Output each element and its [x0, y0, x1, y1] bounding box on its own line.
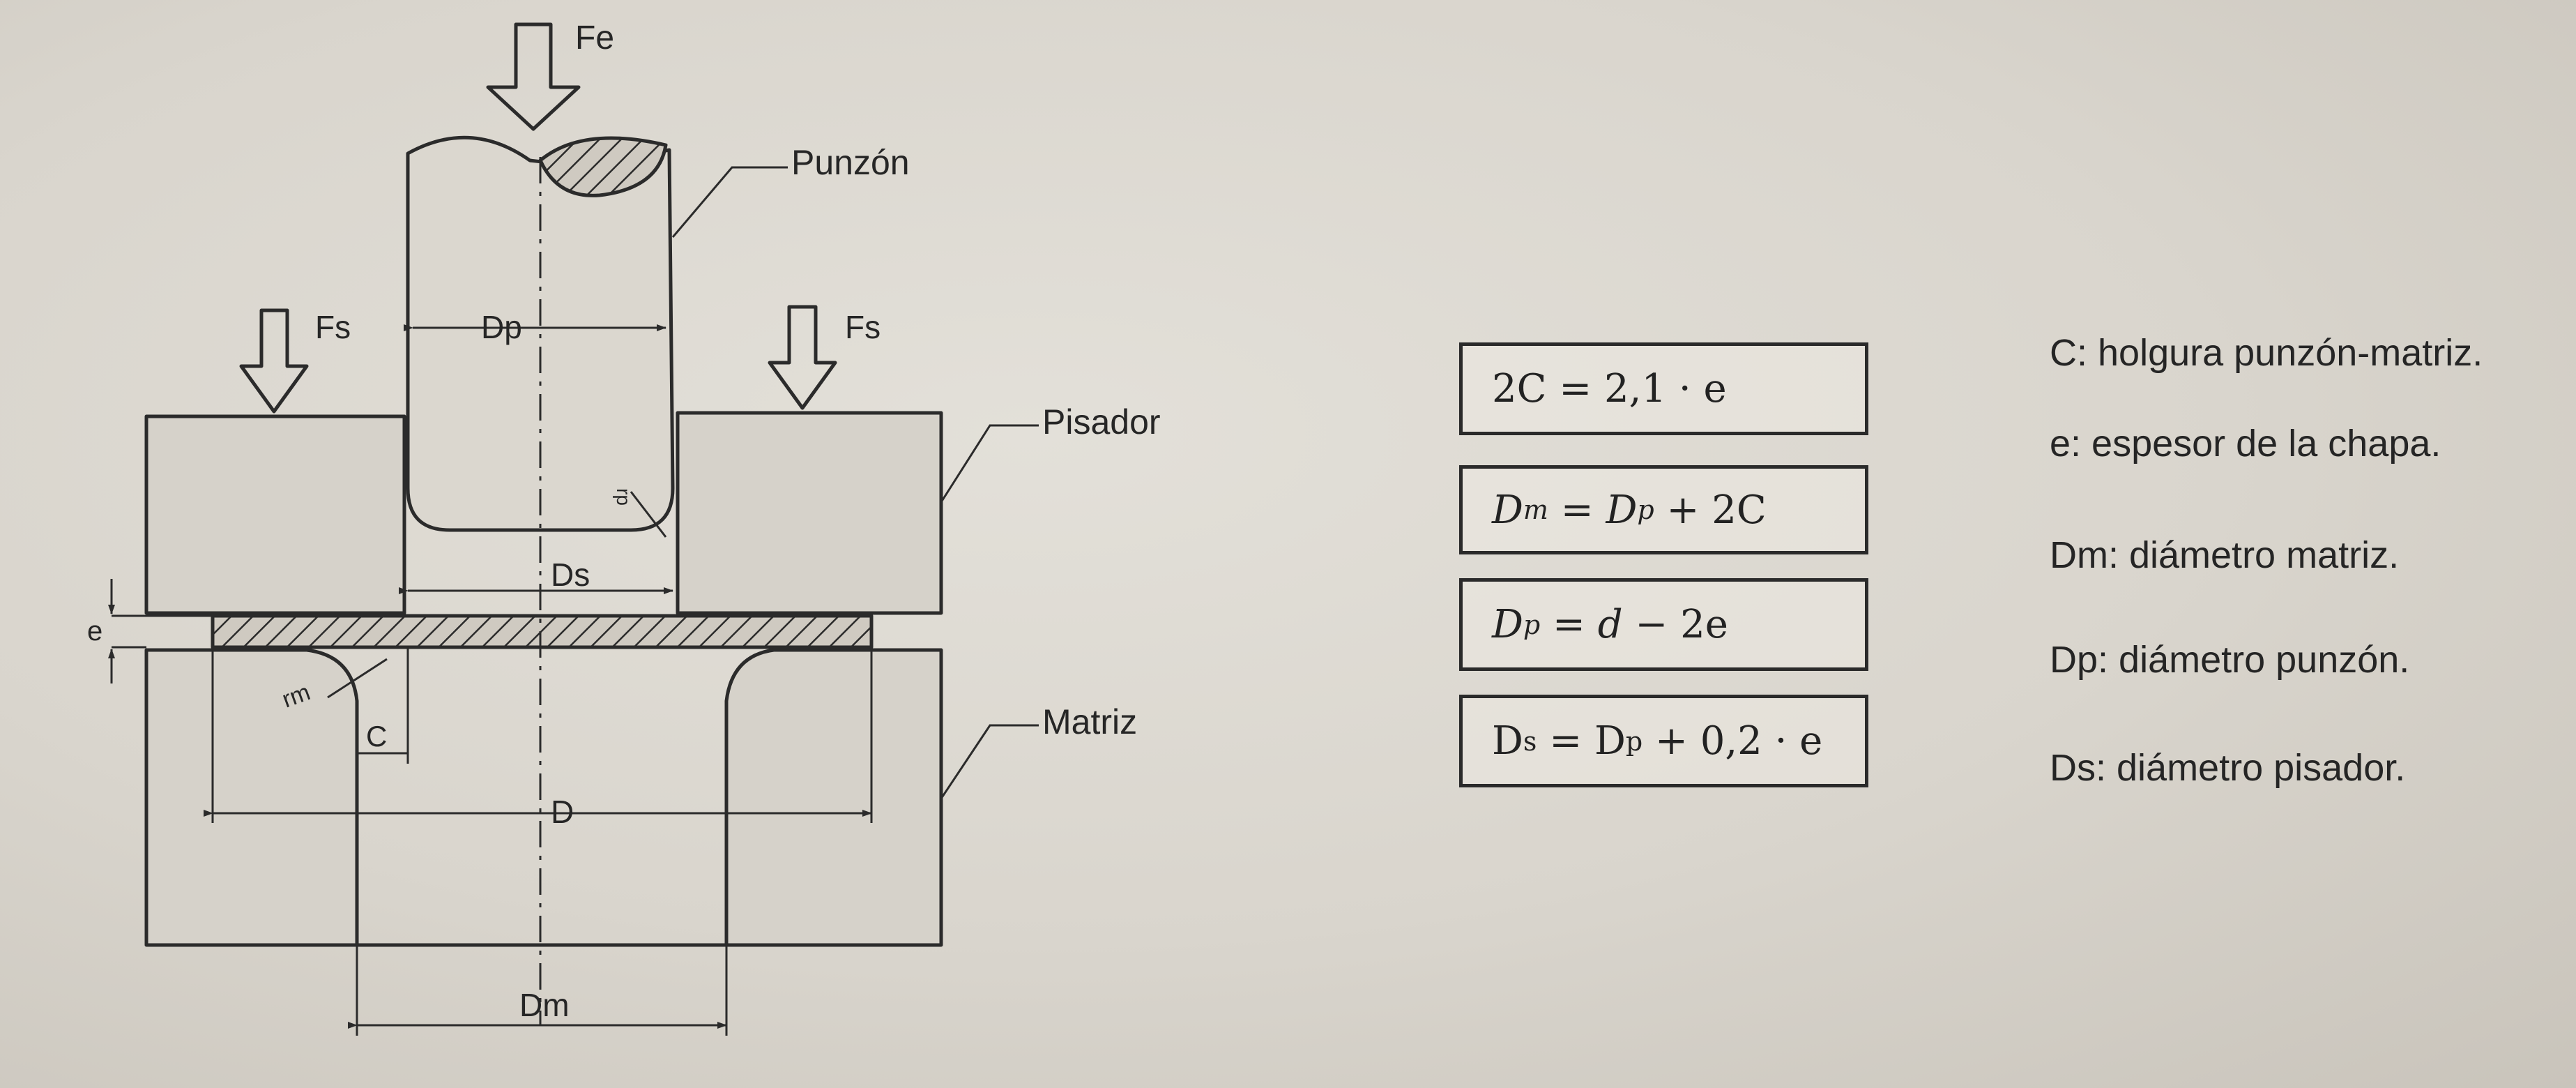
label-pisador: Pisador — [1042, 402, 1161, 441]
formula-ds-rhs-var: D — [1594, 718, 1626, 764]
formula-clearance-eq: = — [1546, 366, 1605, 411]
legend-item-c: C: holgura punzón-matriz. — [2050, 332, 2483, 374]
punch-cut-section — [538, 136, 668, 197]
label-c: C — [366, 720, 387, 753]
fe-force-arrow — [486, 22, 581, 131]
formula-ds-rhs-rest: + 0,2 · e — [1643, 718, 1823, 764]
formula-ds-eq: = — [1537, 718, 1594, 764]
formula-ds-rhs-sub: p — [1625, 725, 1643, 757]
label-punzon: Punzón — [791, 143, 910, 182]
label-fe: Fe — [575, 20, 614, 56]
press-tool-diagram: Fe Punzón Fs Fs Dp Pisador Ds e rm rp C … — [87, 20, 1161, 1036]
formula-dp-sub: p — [1523, 609, 1541, 640]
formula-dp-rhs-var: d — [1597, 602, 1623, 647]
label-fs-left: Fs — [315, 309, 351, 345]
formula-dp-eq: = — [1540, 602, 1598, 647]
formula-dm-rhs-rest: + 2C — [1654, 487, 1767, 533]
formula-clearance-rhs: 2,1 · e — [1604, 366, 1727, 411]
label-matriz: Matriz — [1042, 702, 1137, 741]
formula-ds-var: D — [1492, 718, 1523, 764]
formula-dm-eq: = — [1548, 487, 1606, 533]
punch — [406, 135, 675, 532]
die-left — [144, 648, 359, 947]
formula-ds-sub: s — [1523, 725, 1537, 757]
fs-left-arrow — [239, 308, 309, 414]
formula-dm-var: D — [1492, 487, 1523, 533]
sheet-blank — [211, 614, 874, 649]
label-d: D — [551, 794, 574, 830]
label-e: e — [87, 616, 102, 647]
legend-item-ds: Ds: diámetro pisador. — [2050, 747, 2406, 789]
blank-holder-right — [676, 411, 943, 615]
formula-dm-rhs-sub: p — [1637, 494, 1654, 525]
label-dm: Dm — [519, 987, 570, 1023]
label-fs-right: Fs — [845, 309, 881, 345]
formula-dp-rhs-rest: − 2e — [1622, 602, 1728, 647]
legend-item-dp: Dp: diámetro punzón. — [2050, 639, 2410, 681]
die-right — [724, 648, 943, 947]
fs-right-arrow — [768, 305, 837, 410]
legend-item-e: e: espesor de la chapa. — [2050, 423, 2441, 464]
label-rp: rp — [613, 488, 634, 506]
formula-dm-sub: m — [1523, 494, 1548, 525]
formula-clearance: 2C = 2,1 · e — [1459, 342, 1868, 435]
label-ds: Ds — [551, 557, 590, 593]
blank-holder-left — [144, 414, 406, 615]
formula-dm-rhs-var: D — [1606, 487, 1638, 533]
label-dp: Dp — [481, 309, 522, 345]
legend-item-dm: Dm: diámetro matriz. — [2050, 534, 2400, 576]
formula-clearance-lhs: 2C — [1492, 366, 1547, 411]
formula-dp-var: D — [1492, 602, 1523, 647]
